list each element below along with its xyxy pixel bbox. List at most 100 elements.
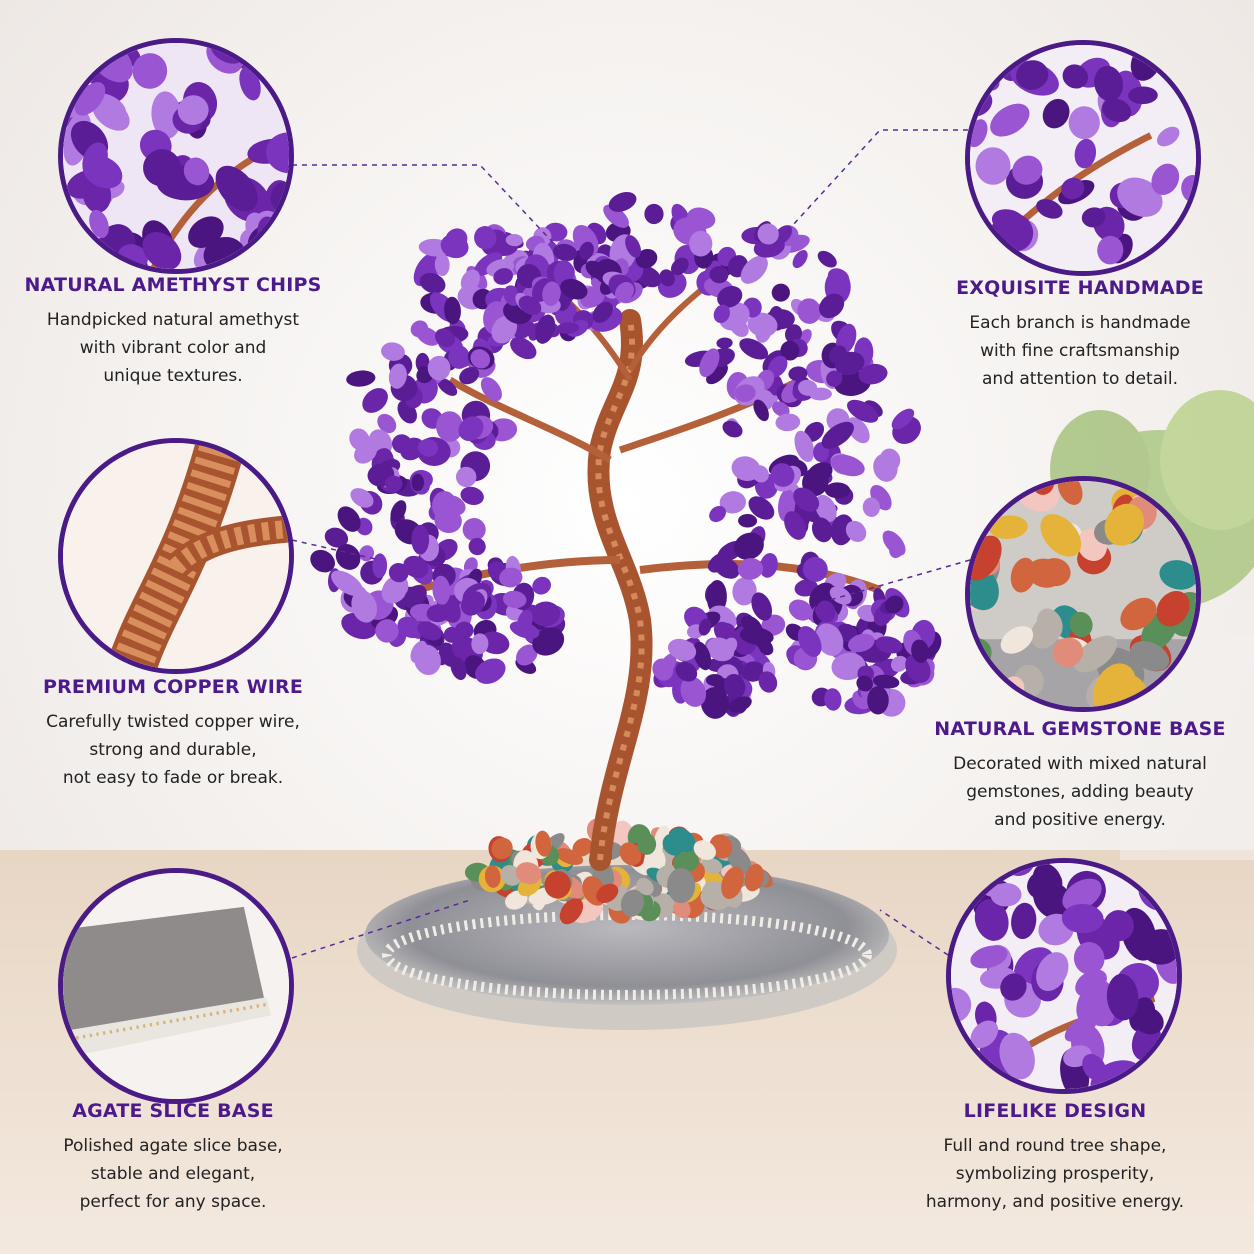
feature-line: Each branch is handmade	[969, 313, 1191, 333]
gem-chip	[493, 268, 514, 285]
gem-chip	[709, 266, 729, 284]
gem-chip	[1073, 635, 1117, 673]
gem-chip	[693, 641, 712, 671]
gem-chip	[384, 475, 403, 492]
gem-chip	[1151, 163, 1180, 195]
gem-chip	[806, 462, 833, 484]
gem-chip	[824, 688, 842, 711]
gem-chip	[816, 600, 836, 623]
gem-chip	[532, 627, 565, 656]
gem-chip	[687, 207, 716, 229]
gem-chip	[672, 851, 700, 873]
gem-chip	[432, 575, 451, 605]
copper-wire-closeup	[58, 438, 294, 674]
gem-chip	[680, 676, 707, 707]
gem-chip	[1036, 199, 1063, 219]
gem-chip	[426, 604, 451, 623]
gem-chip	[1068, 106, 1100, 140]
gem-chip	[847, 417, 870, 444]
gem-chip	[417, 366, 431, 382]
gem-chip	[726, 845, 752, 875]
gem-chip	[856, 675, 873, 692]
gem-chip	[811, 517, 833, 543]
gem-chip	[1000, 626, 1034, 654]
gem-chip	[999, 1032, 1035, 1080]
gem-chip	[509, 621, 540, 639]
feature-line: perfect for any space.	[79, 1192, 267, 1212]
gem-chip	[427, 355, 451, 381]
gem-chip	[499, 567, 523, 588]
gem-chip	[974, 899, 1009, 941]
gem-chip	[700, 687, 729, 719]
gem-chip	[700, 857, 723, 874]
gem-chip	[693, 840, 716, 860]
gem-chip	[143, 149, 181, 187]
gem-chip	[848, 633, 875, 653]
gem-chip	[475, 658, 506, 684]
feature-line: strong and durable,	[89, 740, 257, 760]
gem-chip	[793, 487, 820, 512]
gem-chip	[831, 652, 866, 681]
gem-chip	[792, 250, 808, 269]
feature-line: Decorated with mixed natural	[953, 754, 1207, 774]
gem-chip	[744, 863, 764, 892]
feature-title: PREMIUM COPPER WIRE	[42, 676, 304, 698]
gem-chip	[635, 249, 658, 269]
agate-slice-icon	[357, 865, 897, 1030]
gem-chip	[1011, 902, 1037, 940]
gem-chip	[491, 315, 518, 344]
feature-gemstone: NATURAL GEMSTONE BASE Decorated with mix…	[915, 718, 1245, 834]
gem-chip	[772, 401, 790, 417]
gem-chip	[788, 599, 813, 621]
feature-line: and attention to detail.	[982, 369, 1178, 389]
gem-chip	[432, 490, 457, 521]
feature-line: unique textures.	[103, 366, 243, 386]
gem-chip	[1027, 869, 1063, 900]
gem-chip	[667, 638, 697, 661]
gem-chip	[970, 945, 1008, 969]
gem-chip	[377, 413, 397, 434]
gem-chip	[1061, 904, 1104, 934]
gem-chip	[462, 518, 486, 542]
gem-chip	[1061, 177, 1085, 200]
feature-line: symbolizing prosperity,	[955, 1164, 1155, 1184]
gem-chip	[480, 377, 502, 402]
gem-chip	[331, 570, 364, 597]
gem-chip	[752, 465, 769, 483]
gem-chip	[846, 399, 879, 423]
gem-chip	[89, 209, 109, 239]
gem-chip	[1073, 941, 1105, 975]
feature-line: stable and elegant,	[90, 1164, 256, 1184]
gem-chip	[890, 655, 908, 672]
gem-chip	[1062, 64, 1089, 89]
gem-chip	[418, 438, 439, 457]
gem-chip	[491, 837, 513, 860]
gem-chip	[510, 337, 537, 360]
gem-chip	[1156, 590, 1190, 627]
feature-title: EXQUISITE HANDMADE	[956, 277, 1204, 299]
gem-chip	[354, 441, 377, 464]
gem-chip	[884, 595, 904, 614]
gem-chip	[862, 497, 880, 517]
gem-chip	[390, 500, 407, 522]
gem-chip	[411, 473, 425, 492]
feature-line: Polished agate slice base,	[63, 1136, 283, 1156]
gem-chip	[403, 555, 429, 578]
gem-chip	[471, 633, 489, 655]
gem-chip	[474, 252, 503, 276]
gem-chip	[455, 466, 477, 488]
gem-chip	[1132, 1006, 1164, 1035]
gem-chip	[459, 366, 480, 385]
gem-chip	[970, 1020, 999, 1049]
gem-chip	[706, 363, 728, 385]
gem-chip	[873, 453, 898, 482]
gem-chip	[737, 558, 764, 580]
gem-chip	[1103, 910, 1134, 942]
feature-agate: AGATE SLICE BASE Polished agate slice ba…	[18, 1100, 328, 1216]
gem-chip	[535, 314, 556, 344]
gem-chip	[667, 867, 696, 904]
gem-chip	[502, 590, 527, 609]
gem-chip	[579, 241, 594, 260]
gem-chip	[732, 577, 757, 606]
gem-chip	[858, 363, 888, 385]
